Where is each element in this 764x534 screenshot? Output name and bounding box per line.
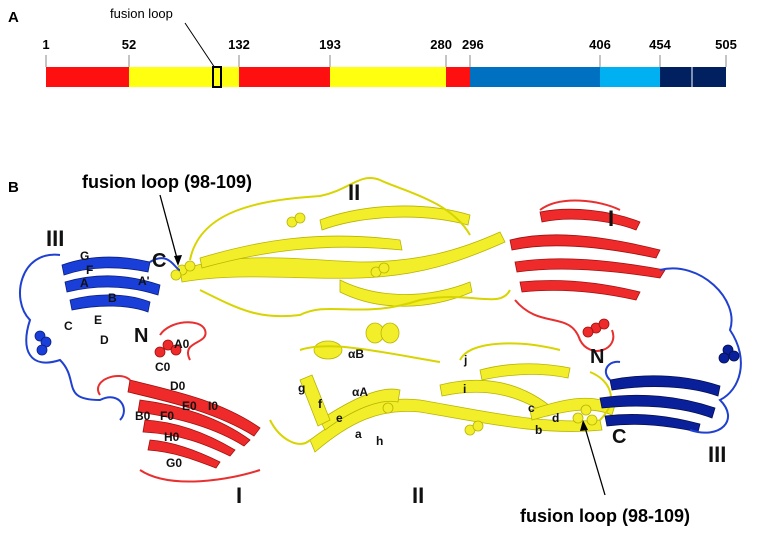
domain-ii-top-loops: [189, 177, 511, 318]
tick-label: 406: [589, 37, 611, 52]
tick-label: 505: [715, 37, 737, 52]
strand-label: A0: [174, 337, 190, 351]
domain-segment: [660, 67, 726, 87]
strand-label: I0: [208, 399, 218, 413]
tick-label: 454: [649, 37, 671, 52]
domain-label-i-right: I: [608, 206, 614, 231]
strand-label: f: [318, 397, 323, 411]
fusion-loop-bottom-label: fusion loop (98-109): [520, 506, 690, 526]
domain-ii-top-ribbon: [170, 205, 506, 344]
domain-i-strand-labels: A0 C0 D0 E0 I0 B0 F0 H0 G0: [135, 337, 218, 470]
domain-segment: [46, 67, 129, 87]
n-terminus-left: N: [134, 325, 148, 347]
strand-label: C0: [155, 360, 171, 374]
fusion-loop-top-label: fusion loop (98-109): [82, 172, 252, 192]
strand-label: G0: [166, 456, 182, 470]
domain-label-iii-left: III: [46, 226, 64, 251]
fusion-loop-pointer: [184, 22, 216, 69]
domain-ii-bottom-loops: [269, 342, 612, 445]
domain-i-left-ribbon: [127, 339, 261, 469]
fusion-loop-bottom-arrow: [583, 423, 606, 496]
strand-label: H0: [164, 430, 180, 444]
tick-label: 296: [462, 37, 484, 52]
domain-label-ii-bottom: II: [412, 483, 424, 508]
strand-label: g: [298, 381, 305, 395]
tick-label: 193: [319, 37, 341, 52]
strand-label: d: [552, 411, 559, 425]
strand-label: A': [138, 274, 150, 288]
c-terminus-left: C: [152, 250, 166, 272]
strand-label: h: [376, 434, 383, 448]
domain-segment: [470, 67, 600, 87]
strand-label: D: [100, 333, 109, 347]
fusion-loop-label: fusion loop: [110, 6, 173, 21]
domain-iii-right-loops: [604, 267, 742, 434]
tick-label: 280: [430, 37, 452, 52]
strand-label: i: [463, 382, 466, 396]
strand-label: b: [535, 423, 542, 437]
helix-label: αB: [348, 347, 364, 361]
strand-label: B0: [135, 409, 151, 423]
domain-segment: [600, 67, 660, 87]
helix-label: αA: [352, 385, 368, 399]
tick-label: 132: [228, 37, 250, 52]
panel-b-label: B: [8, 179, 19, 196]
domain-segment: [446, 67, 470, 87]
arrowhead-icon: [580, 420, 588, 431]
residue-ticks: 1 52 132 193 280 296 406 454 505: [42, 37, 737, 67]
strand-label: j: [463, 353, 467, 367]
strand-label: E0: [182, 399, 197, 413]
domain-i-left-loops: [97, 321, 261, 483]
strand-label: e: [336, 411, 343, 425]
domain-segment: [239, 67, 330, 87]
fusion-loop-box: [212, 66, 222, 88]
domain-iii-strand-labels: G F A B A' C E D: [64, 249, 150, 347]
domain-label-ii-top: II: [348, 180, 360, 205]
strand-label: F: [86, 263, 93, 277]
n-terminus-right: N: [590, 346, 604, 368]
strand-label: C: [64, 319, 73, 333]
domain-i-right-ribbon: [509, 208, 666, 338]
arrowhead-icon: [174, 255, 182, 266]
domain-segment: [330, 67, 446, 87]
domain-bar: [46, 67, 726, 87]
domain-i-right-loops: [514, 199, 621, 352]
strand-label: c: [528, 401, 535, 415]
domain-ii-bottom-ribbon: [299, 340, 616, 453]
c-terminus-right: C: [612, 426, 626, 448]
tick-label: 52: [122, 37, 136, 52]
domain-iii-right-ribbon: [599, 344, 740, 433]
domain-iii-left-ribbon: [34, 256, 161, 356]
strand-label: B: [108, 291, 117, 305]
domain-segment: [129, 67, 239, 87]
domain-label-iii-right: III: [708, 442, 726, 467]
strand-label: A: [80, 276, 89, 290]
domain-ii-labels: αB αA j i g f e a h c d b: [298, 347, 559, 448]
domain-iii-left-loops: [19, 253, 181, 421]
domain-label-i-left: I: [236, 483, 242, 508]
strand-label: G: [80, 249, 89, 263]
strand-label: F0: [160, 409, 174, 423]
tick-label: 1: [42, 37, 49, 52]
strand-label: a: [355, 427, 362, 441]
panel-a-label: A: [8, 9, 19, 26]
fusion-loop-top-arrow: [159, 194, 179, 263]
strand-label: E: [94, 313, 102, 327]
strand-label: D0: [170, 379, 186, 393]
